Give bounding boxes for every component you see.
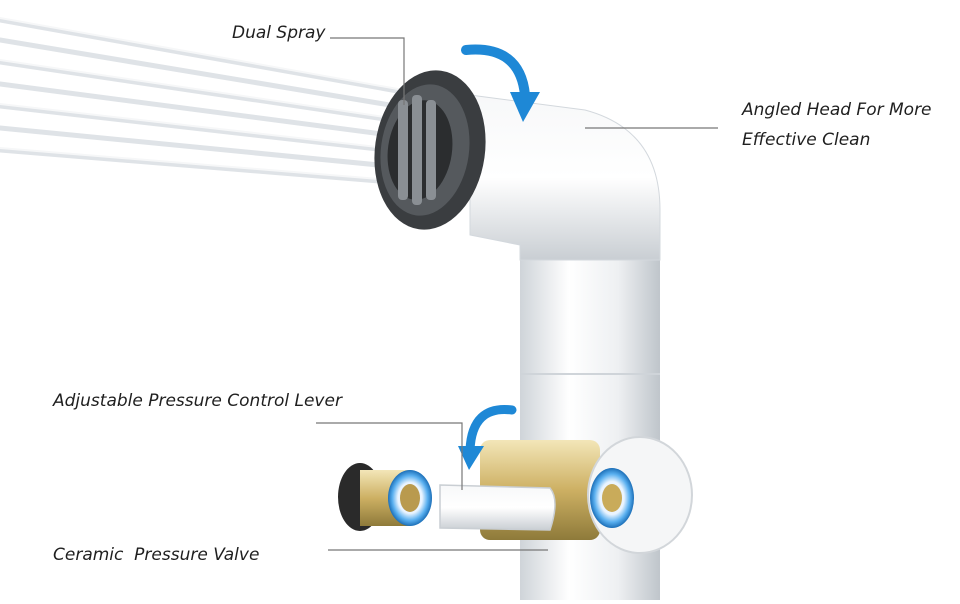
label-pressure-lever: Adjustable Pressure Control Lever: [53, 386, 342, 416]
pressure-control-lever: [439, 484, 556, 531]
angled-head: [374, 70, 661, 261]
water-highlights: [0, 17, 431, 184]
curved-rotate-arrow-icon: [461, 44, 540, 122]
curved-rotate-arrow-icon: [458, 405, 517, 470]
label-ceramic-valve: Ceramic Pressure Valve: [53, 540, 259, 570]
label-pressure-lever-text: Adjustable Pressure Control Lever: [53, 391, 342, 411]
leader-lines: [316, 37, 718, 551]
label-ceramic-valve-text: Ceramic Pressure Valve: [53, 545, 260, 565]
label-dual-spray-text: Dual Spray: [232, 23, 326, 43]
label-angled-head-line1: Angled Head For More: [742, 100, 932, 120]
label-angled-head-line2: Effective Clean: [742, 130, 871, 150]
leader-line-pressure-lever: [316, 422, 463, 490]
label-angled-head: Angled Head For More Effective Clean: [742, 95, 932, 155]
label-dual-spray: Dual Spray: [232, 18, 325, 48]
ceramic-valve-cartridge: [338, 463, 432, 531]
leader-line-dual-spray: [330, 37, 405, 105]
water-streams: [0, 17, 433, 188]
